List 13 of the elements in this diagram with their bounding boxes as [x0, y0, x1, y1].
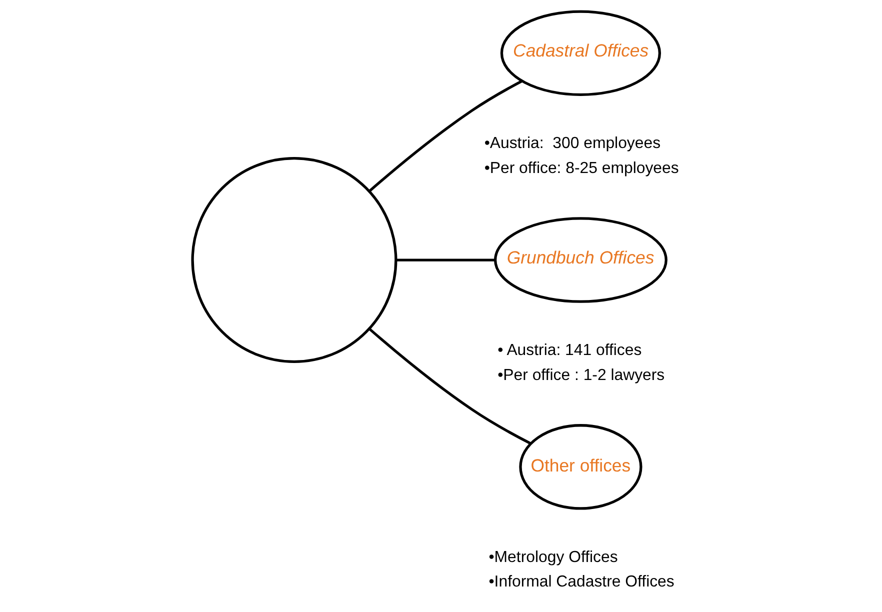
node-ellipse: Grundbuch Offices — [494, 217, 668, 303]
connector — [368, 328, 532, 445]
node-circle — [191, 157, 398, 364]
node-label: • Austria: 141 offices — [498, 342, 642, 359]
connector — [368, 80, 523, 192]
node-label: •Austria: 300 employees — [484, 135, 661, 152]
node-ellipse: Other offices — [519, 424, 642, 510]
node-label: •Metrology Offices — [488, 548, 618, 566]
node-label: •Per office : 1-2 lawyers — [498, 366, 665, 384]
connector — [396, 258, 496, 262]
node-ellipse: Cadastral Offices — [500, 10, 662, 96]
node-label: •Per office: 8-25 employees — [484, 160, 679, 177]
node-label: •Informal Cadastre Offices — [488, 574, 674, 591]
